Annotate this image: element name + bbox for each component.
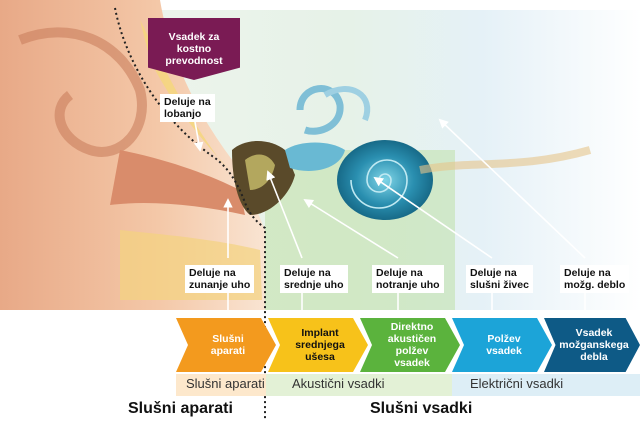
title-hearing-implants: Slušni vsadki xyxy=(370,400,472,418)
device-hearing-aids: Slušni aparati xyxy=(176,318,276,372)
device-middle-ear-implant: Implant srednjega ušesa xyxy=(268,318,368,372)
device-brainstem-implant: Vsadek možganskega debla xyxy=(544,318,640,372)
label-auditory-nerve: Deluje na slušni živec xyxy=(466,265,533,293)
category-acoustic-implants: Akustični vsadki xyxy=(292,376,384,391)
title-hearing-aids: Slušni aparati xyxy=(128,400,233,418)
device-cochlear-implant: Polžev vsadek xyxy=(452,318,552,372)
label-inner-ear: Deluje na notranje uho xyxy=(372,265,444,293)
label-outer-ear: Deluje na zunanje uho xyxy=(185,265,254,293)
label-middle-ear: Deluje na srednje uho xyxy=(280,265,348,293)
bone-conduction-callout: Vsadek za kostno prevodnost xyxy=(148,18,240,80)
label-skull: Deluje na lobanjo xyxy=(160,94,215,122)
category-hearing-aids: Slušni aparati xyxy=(186,376,265,391)
label-brainstem: Deluje na možg. deblo xyxy=(560,265,629,293)
category-electric-implants: Električni vsadki xyxy=(470,376,563,391)
device-direct-acoustic-implant: Direktno akustičen polžev vsadek xyxy=(360,318,460,372)
